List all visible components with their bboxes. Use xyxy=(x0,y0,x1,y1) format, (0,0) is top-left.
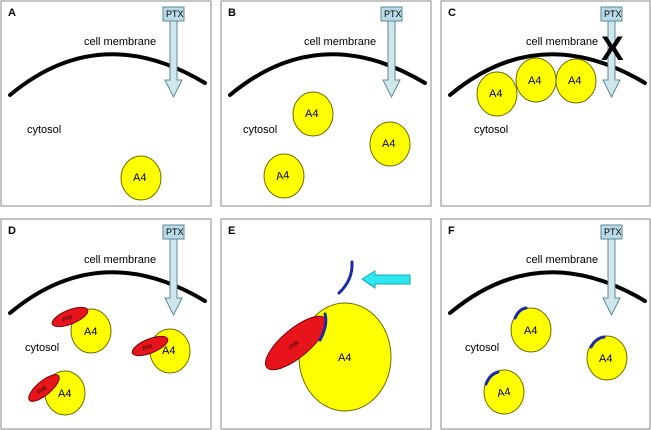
ptx-label: PTX xyxy=(604,227,622,237)
cytosol-label: cytosol xyxy=(243,124,277,136)
a4-protein xyxy=(510,307,552,353)
a4-protein xyxy=(555,58,597,104)
panel-c-letter: C xyxy=(448,7,456,19)
panel-f-letter: F xyxy=(448,225,455,237)
fhit-protein xyxy=(28,374,60,402)
cytosol-label: cytosol xyxy=(27,124,61,136)
pointer-arrow xyxy=(361,270,411,289)
panel-a-frame xyxy=(0,0,212,207)
a4-protein xyxy=(369,121,411,167)
a4-protein xyxy=(263,153,305,199)
a4-protein xyxy=(586,335,628,381)
a4-label: A4 xyxy=(568,75,581,87)
ptx-label: PTX xyxy=(604,9,622,19)
membrane-label: cell membrane xyxy=(526,254,598,266)
a4-label: A4 xyxy=(382,138,395,150)
a4-label: A4 xyxy=(338,352,351,364)
panel-b-letter: B xyxy=(228,7,236,19)
blue-bound-segment xyxy=(513,306,528,320)
ptx-label: PTX xyxy=(166,9,184,19)
fhit-label: Fhit xyxy=(289,340,301,351)
cell-membrane xyxy=(448,270,647,315)
cytosol-label: cytosol xyxy=(25,342,59,354)
panel-a: A cell membrane cytosol PTX A4 xyxy=(0,0,212,207)
blue-bound-segment xyxy=(589,335,606,349)
fhit-label: Fhit xyxy=(62,314,74,323)
ptx-arrow xyxy=(602,238,621,317)
membrane-label: cell membrane xyxy=(526,36,598,48)
a4-label: A4 xyxy=(528,75,541,87)
cell-membrane xyxy=(8,270,207,315)
a4-label: A4 xyxy=(496,386,511,400)
blue-bound-segment xyxy=(484,370,500,386)
a4-label: A4 xyxy=(305,108,318,120)
panel-a-letter: A xyxy=(8,7,16,19)
panel-e-letter: E xyxy=(228,225,235,237)
membrane-label: cell membrane xyxy=(84,254,156,266)
fhit-protein xyxy=(51,306,89,328)
cell-membrane xyxy=(448,52,647,97)
a4-label: A4 xyxy=(162,345,175,357)
a4-protein xyxy=(292,91,334,137)
a4-label: A4 xyxy=(84,326,97,338)
ptx-arrow xyxy=(602,20,621,99)
a4-label: A4 xyxy=(489,88,502,100)
ptx-label: PTX xyxy=(166,227,184,237)
panel-c: C cell membrane cytosol PTX X A4 A4 A4 xyxy=(440,0,651,207)
a4-label: A4 xyxy=(133,172,146,184)
membrane-label: cell membrane xyxy=(84,36,156,48)
a4-label: A4 xyxy=(599,353,612,365)
blue-fragment xyxy=(337,260,354,295)
a4-label: A4 xyxy=(275,169,290,183)
panel-b: B cell membrane cytosol PTX A4 A4 A4 xyxy=(220,0,432,207)
a4-label: A4 xyxy=(58,388,71,400)
ptx-arrow xyxy=(382,20,401,99)
panel-f: F cell membrane cytosol PTX A4 A4 A4 xyxy=(440,218,651,430)
panel-d: D cell membrane cytosol PTX A4 Fhit A4 F… xyxy=(0,218,212,430)
ptx-arrow xyxy=(164,20,183,99)
fhit-label: Fhit xyxy=(142,343,154,352)
blue-contact-segment xyxy=(318,312,328,342)
cell-membrane xyxy=(8,52,207,97)
cytosol-label: cytosol xyxy=(465,342,499,354)
cell-membrane xyxy=(228,52,427,97)
a4-protein xyxy=(476,71,518,117)
ptx-label: PTX xyxy=(384,9,402,19)
membrane-label: cell membrane xyxy=(304,36,376,48)
blocked-x-mark: X xyxy=(601,30,624,68)
ptx-arrow xyxy=(164,238,183,317)
a4-label: A4 xyxy=(524,325,537,337)
a4-protein xyxy=(120,155,162,201)
a4-protein xyxy=(70,308,112,354)
a4-protein xyxy=(483,369,525,415)
fhit-protein xyxy=(131,335,169,357)
panel-d-letter: D xyxy=(8,225,16,237)
fhit-label: Fhit xyxy=(37,385,49,396)
cytosol-label: cytosol xyxy=(474,124,508,136)
panel-e: E A4 Fhit xyxy=(220,218,432,430)
